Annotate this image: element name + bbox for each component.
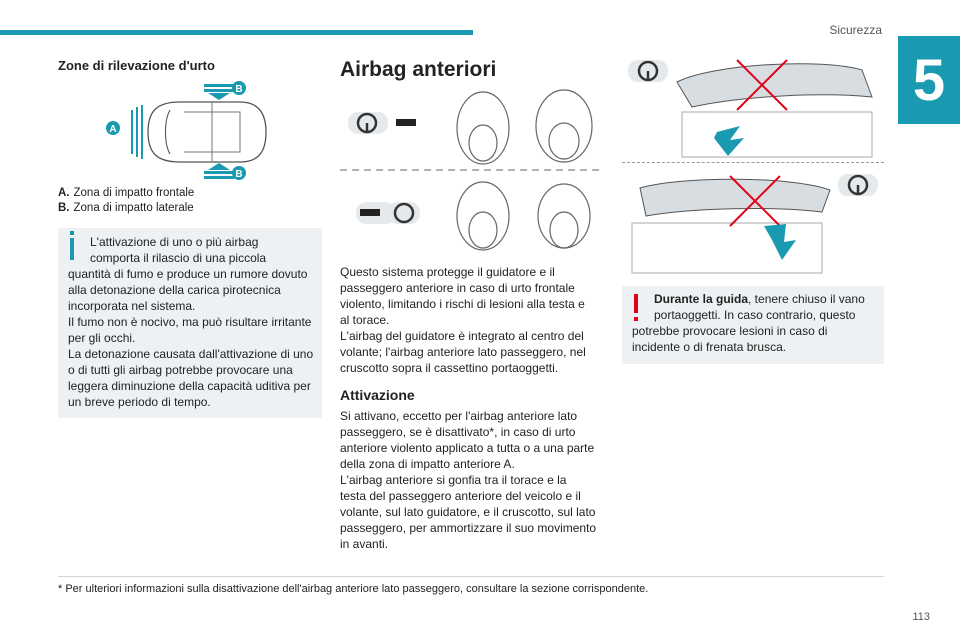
middle-column: Airbag anteriori [340, 58, 605, 82]
front-airbags-title: Airbag anteriori [340, 58, 497, 81]
front-airbags-body: Questo sistema protegge il guidatore e i… [340, 265, 586, 375]
section-title: Sicurezza [829, 23, 882, 37]
glovebox-arrow-top [714, 126, 744, 156]
header-accent-bar [0, 30, 473, 35]
car-windshield [164, 109, 171, 155]
activation-body: Si attivano, eccetto per l'airbag anteri… [340, 409, 597, 551]
figure-label-b-bottom: B [235, 169, 242, 180]
crash-zones-title: Zone di rilevazione d'urto [58, 58, 215, 73]
warning-text: Durante la guida, tenere chiuso il vano … [632, 292, 865, 354]
steering-wheel-icon-top [348, 112, 416, 134]
activation-heading-wrap: Attivazione [340, 387, 605, 403]
info-icon [70, 231, 74, 260]
warning-icon [634, 294, 638, 321]
seat-airbag-top [456, 89, 593, 165]
side-impact-arrow-top [204, 84, 234, 100]
dashboard-top [676, 63, 873, 108]
figure-divider [622, 162, 884, 163]
crash-zones-legend: A.Zona di impatto frontale B.Zona di imp… [58, 186, 323, 216]
footnote: * Per ulteriori informazioni sulla disat… [58, 583, 649, 595]
glovebox-figure-top [628, 59, 873, 158]
footnote-divider [58, 576, 884, 577]
figure-label-a: A [109, 124, 116, 135]
crash-zones-figure: A B B [106, 81, 267, 180]
figure-label-b-top: B [235, 84, 242, 95]
page-number: 113 [912, 611, 930, 623]
left-column: Zone di rilevazione d'urto [58, 58, 323, 73]
seat-airbag-bottom [456, 181, 591, 251]
glovebox-figure-bottom [631, 174, 878, 274]
steering-wheel-icon-bottom [356, 202, 420, 224]
steering-wheel-icon-right-bottom [838, 174, 878, 196]
activation-title: Attivazione [340, 387, 415, 403]
front-impact-lines [131, 105, 143, 159]
car-outline [147, 101, 267, 163]
legend-row: A.Zona di impatto frontale [58, 187, 195, 199]
glovebox-arrow-bottom [764, 224, 796, 260]
steering-wheel-icon-right-top [628, 60, 668, 82]
side-impact-arrow-bottom [204, 163, 234, 179]
airbag-deploy-figure [340, 89, 602, 251]
legend-row: B.Zona di impatto laterale [58, 202, 194, 214]
warning-box: Durante la guida, tenere chiuso il vano … [622, 286, 884, 364]
dashboard-bottom [639, 178, 831, 217]
info-text: L'attivazione di uno o più airbag compor… [68, 235, 314, 409]
chapter-number-tab: 5 [898, 36, 960, 124]
info-box: L'attivazione di uno o più airbag compor… [58, 228, 322, 418]
